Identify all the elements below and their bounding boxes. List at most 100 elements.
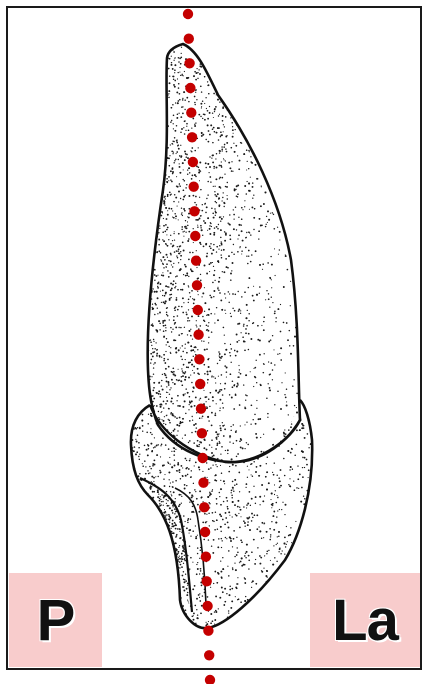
stipple-dot (145, 566, 146, 567)
stipple-dot (197, 368, 199, 370)
stipple-dot (271, 461, 272, 462)
stipple-dot (148, 500, 149, 501)
stipple-dot (209, 525, 210, 526)
stipple-dot (160, 631, 162, 633)
stipple-dot (150, 562, 152, 564)
stipple-dot (188, 555, 190, 557)
stipple-dot (208, 130, 210, 132)
stipple-dot (151, 481, 152, 482)
stipple-dot (145, 599, 147, 601)
stipple-dot (144, 539, 146, 541)
stipple-dot (198, 294, 199, 295)
stipple-dot (243, 520, 245, 522)
stipple-dot (255, 415, 257, 417)
stipple-dot (154, 548, 155, 549)
stipple-dot (149, 466, 151, 468)
stipple-dot (141, 565, 142, 566)
stipple-dot (162, 117, 164, 119)
stipple-dot (168, 591, 169, 592)
stipple-dot (186, 516, 188, 518)
stipple-dot (164, 623, 166, 625)
stipple-dot (232, 516, 233, 517)
stipple-dot (240, 67, 242, 69)
stipple-dot (167, 547, 168, 548)
stipple-dot (151, 600, 152, 601)
stipple-dot (303, 421, 304, 422)
stipple-dot (240, 601, 242, 603)
stipple-dot (152, 542, 154, 544)
stipple-dot (170, 347, 171, 348)
stipple-dot (199, 197, 200, 198)
stipple-dot (152, 48, 154, 50)
stipple-dot (174, 522, 176, 524)
stipple-dot (236, 406, 238, 408)
stipple-dot (150, 587, 152, 589)
stipple-dot (168, 346, 170, 348)
stipple-dot (240, 446, 242, 448)
stipple-dot (197, 419, 198, 420)
stipple-dot (240, 618, 242, 620)
stipple-dot (222, 67, 224, 69)
stipple-dot (168, 607, 169, 608)
stipple-dot (285, 201, 286, 202)
stipple-dot (298, 298, 300, 300)
stipple-dot (169, 457, 170, 458)
stipple-dot (192, 513, 193, 514)
stipple-dot (263, 372, 265, 374)
stipple-dot (170, 283, 172, 285)
stipple-dot (286, 590, 288, 592)
stipple-dot (148, 608, 150, 610)
stipple-dot (151, 575, 153, 577)
stipple-dot (263, 364, 264, 365)
stipple-dot (171, 464, 172, 465)
stipple-dot (149, 94, 151, 96)
stipple-dot (272, 212, 274, 214)
stipple-dot (258, 432, 260, 434)
stipple-dot (186, 515, 188, 517)
stipple-dot (293, 133, 295, 135)
stipple-dot (242, 209, 243, 210)
stipple-dot (230, 373, 232, 375)
stipple-dot (160, 523, 161, 524)
stipple-dot (148, 560, 150, 562)
stipple-dot (163, 448, 164, 449)
stipple-dot (223, 435, 225, 437)
stipple-dot (221, 93, 222, 94)
stipple-dot (235, 45, 237, 47)
stipple-dot (211, 447, 212, 448)
stipple-dot (209, 370, 211, 372)
stipple-dot (182, 215, 183, 216)
stipple-dot (308, 477, 309, 478)
stipple-dot (206, 407, 208, 409)
stipple-dot (150, 574, 152, 576)
stipple-dot (302, 391, 304, 393)
stipple-dot (193, 75, 195, 77)
stipple-dot (161, 618, 163, 620)
stipple-dot (169, 608, 170, 609)
stipple-dot (281, 570, 283, 572)
stipple-dot (159, 355, 161, 357)
stipple-dot (151, 434, 153, 436)
stipple-dot (253, 300, 255, 302)
stipple-dot (195, 462, 197, 464)
stipple-dot (146, 449, 148, 451)
stipple-dot (220, 46, 222, 48)
stipple-dot (165, 574, 167, 576)
stipple-dot (273, 590, 275, 592)
stipple-dot (220, 88, 222, 90)
stipple-dot (239, 456, 240, 457)
stipple-dot (153, 423, 155, 425)
stipple-dot (148, 131, 150, 133)
stipple-dot (181, 226, 182, 227)
stipple-dot (156, 430, 157, 431)
stipple-dot (166, 599, 168, 601)
stipple-dot (301, 529, 302, 530)
stipple-dot (159, 631, 160, 632)
stipple-dot (246, 237, 247, 238)
stipple-dot (138, 575, 139, 576)
stipple-dot (263, 523, 264, 524)
stipple-dot (154, 586, 156, 588)
stipple-dot (178, 327, 179, 328)
stipple-dot (231, 105, 233, 107)
stipple-dot (233, 530, 235, 532)
